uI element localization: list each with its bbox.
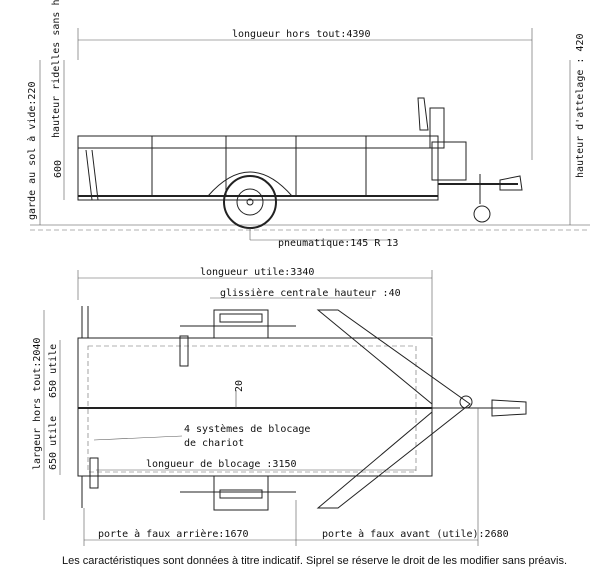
coupling-top xyxy=(491,399,527,417)
front-handle xyxy=(417,97,429,131)
a-frame-drawbar xyxy=(316,309,471,509)
locking-zone xyxy=(87,345,417,473)
rear-stay xyxy=(91,149,99,201)
wheel-top-right xyxy=(213,475,269,511)
locking-systems-label-line1: 4 systèmes de blocage xyxy=(184,423,310,435)
top-view: longueur utile:3340 glissière centrale h… xyxy=(32,267,527,546)
side-panel-frame xyxy=(77,135,439,201)
side-height-value: 600 xyxy=(53,160,64,178)
tyre-label: pneumatique:145 R 13 xyxy=(278,238,398,249)
mudguard-top-right xyxy=(219,489,263,499)
disclaimer-caption: Les caractéristiques sont données à titr… xyxy=(62,555,568,567)
hitch-height-label: hauteur d'attelage : 420 xyxy=(575,34,586,179)
useful-length-label: longueur utile:3340 xyxy=(200,267,314,278)
side-height-label: hauteur ridelles sans habillage xyxy=(51,0,62,138)
jockey-wheel xyxy=(473,205,491,223)
jockey-wheel-top xyxy=(459,395,473,409)
locking-clamp xyxy=(89,457,99,489)
locking-length-label: longueur de blocage :3150 xyxy=(146,459,297,470)
useful-width-label-bottom: 650 utile xyxy=(48,416,59,470)
center-rail-label: glissière centrale hauteur :40 xyxy=(220,287,401,299)
wheel-rim xyxy=(236,188,264,216)
winch-housing xyxy=(431,141,467,181)
locking-clamp xyxy=(179,335,189,367)
overall-width-label: largeur hors tout:2040 xyxy=(32,338,43,470)
side-view: longueur hors tout:4390 xyxy=(26,0,590,249)
ground-clearance-label: garde au sol à vide:220 xyxy=(26,82,38,220)
mudguard-top-left xyxy=(219,313,263,323)
wheel-top-left xyxy=(213,309,269,339)
rail-dimension-label: 20 xyxy=(234,380,245,392)
wheel-tyre xyxy=(223,175,277,229)
rear-overhang-label: porte à faux arrière:1670 xyxy=(98,528,249,540)
front-headboard xyxy=(429,107,445,149)
rear-stay xyxy=(85,149,93,201)
locking-systems-label-line2: de chariot xyxy=(184,438,244,449)
overall-length-label: longueur hors tout:4390 xyxy=(232,29,370,40)
useful-width-label-top: 650 utile xyxy=(48,344,59,398)
front-overhang-label: porte à faux avant (utile):2680 xyxy=(322,528,509,540)
wheel-hub xyxy=(246,198,254,206)
coupling-head xyxy=(499,175,523,191)
mudguard xyxy=(207,171,293,197)
locking-systems-leader xyxy=(93,435,183,441)
